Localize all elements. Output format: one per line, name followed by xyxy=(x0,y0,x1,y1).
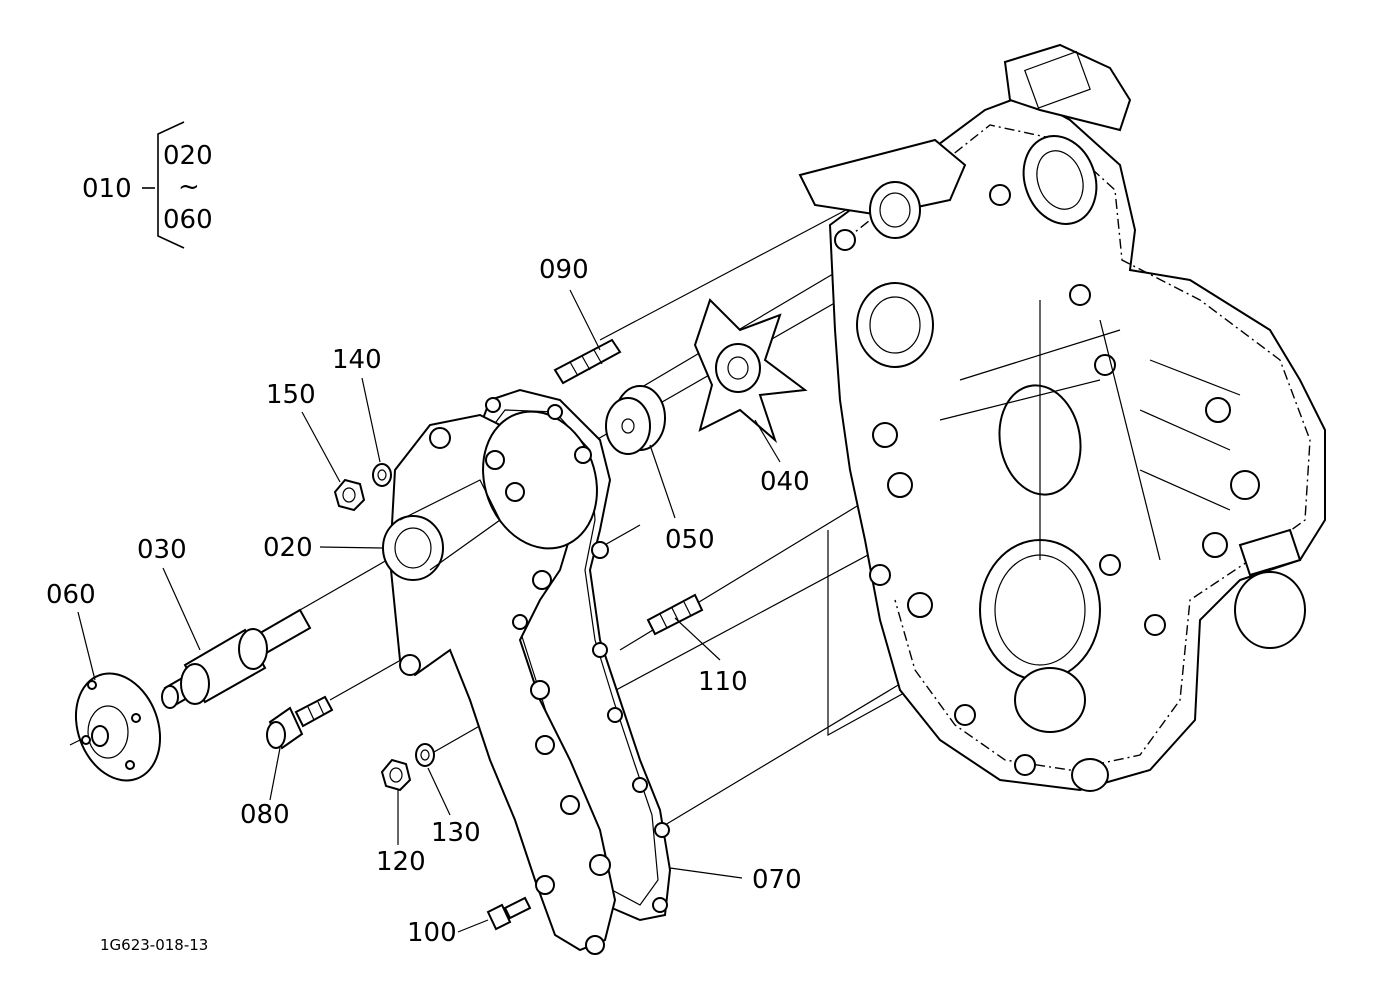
part-140-washer xyxy=(372,463,392,487)
callout-130[interactable]: 130 xyxy=(431,818,481,848)
part-090-stud xyxy=(553,338,622,385)
callout-070[interactable]: 070 xyxy=(752,865,802,895)
callout-060-group[interactable]: 060 xyxy=(163,205,213,235)
part-060-flange xyxy=(74,672,162,782)
gear-case xyxy=(798,43,1326,792)
callout-140[interactable]: 140 xyxy=(332,345,382,375)
part-120-nut xyxy=(380,758,412,792)
range-tilde: ~ xyxy=(178,172,200,202)
part-130-washer xyxy=(415,743,435,767)
callout-150[interactable]: 150 xyxy=(266,380,316,410)
callout-020[interactable]: 020 xyxy=(263,533,313,563)
part-080-bolt xyxy=(266,695,334,750)
callout-120[interactable]: 120 xyxy=(376,847,426,877)
callout-090[interactable]: 090 xyxy=(539,255,589,285)
callout-010[interactable]: 010 xyxy=(82,174,132,204)
part-020-pump-body xyxy=(382,397,670,955)
part-040-impeller xyxy=(693,298,808,444)
figure-code: 1G623-018-13 xyxy=(100,936,208,954)
callout-080[interactable]: 080 xyxy=(240,800,290,830)
callout-040[interactable]: 040 xyxy=(760,467,810,497)
part-050-seal xyxy=(605,385,666,455)
part-100-bolt xyxy=(486,896,532,931)
callout-020-group[interactable]: 020 xyxy=(163,141,213,171)
part-150-nut xyxy=(333,478,366,512)
callout-110[interactable]: 110 xyxy=(698,667,748,697)
callout-100[interactable]: 100 xyxy=(407,918,457,948)
callout-030[interactable]: 030 xyxy=(137,535,187,565)
callout-060[interactable]: 060 xyxy=(46,580,96,610)
callout-050[interactable]: 050 xyxy=(665,525,715,555)
part-030-shaft-bearing xyxy=(161,608,312,709)
part-110-stud xyxy=(646,593,704,636)
leader-lines xyxy=(77,289,781,933)
assembly-group-bracket xyxy=(142,121,185,249)
